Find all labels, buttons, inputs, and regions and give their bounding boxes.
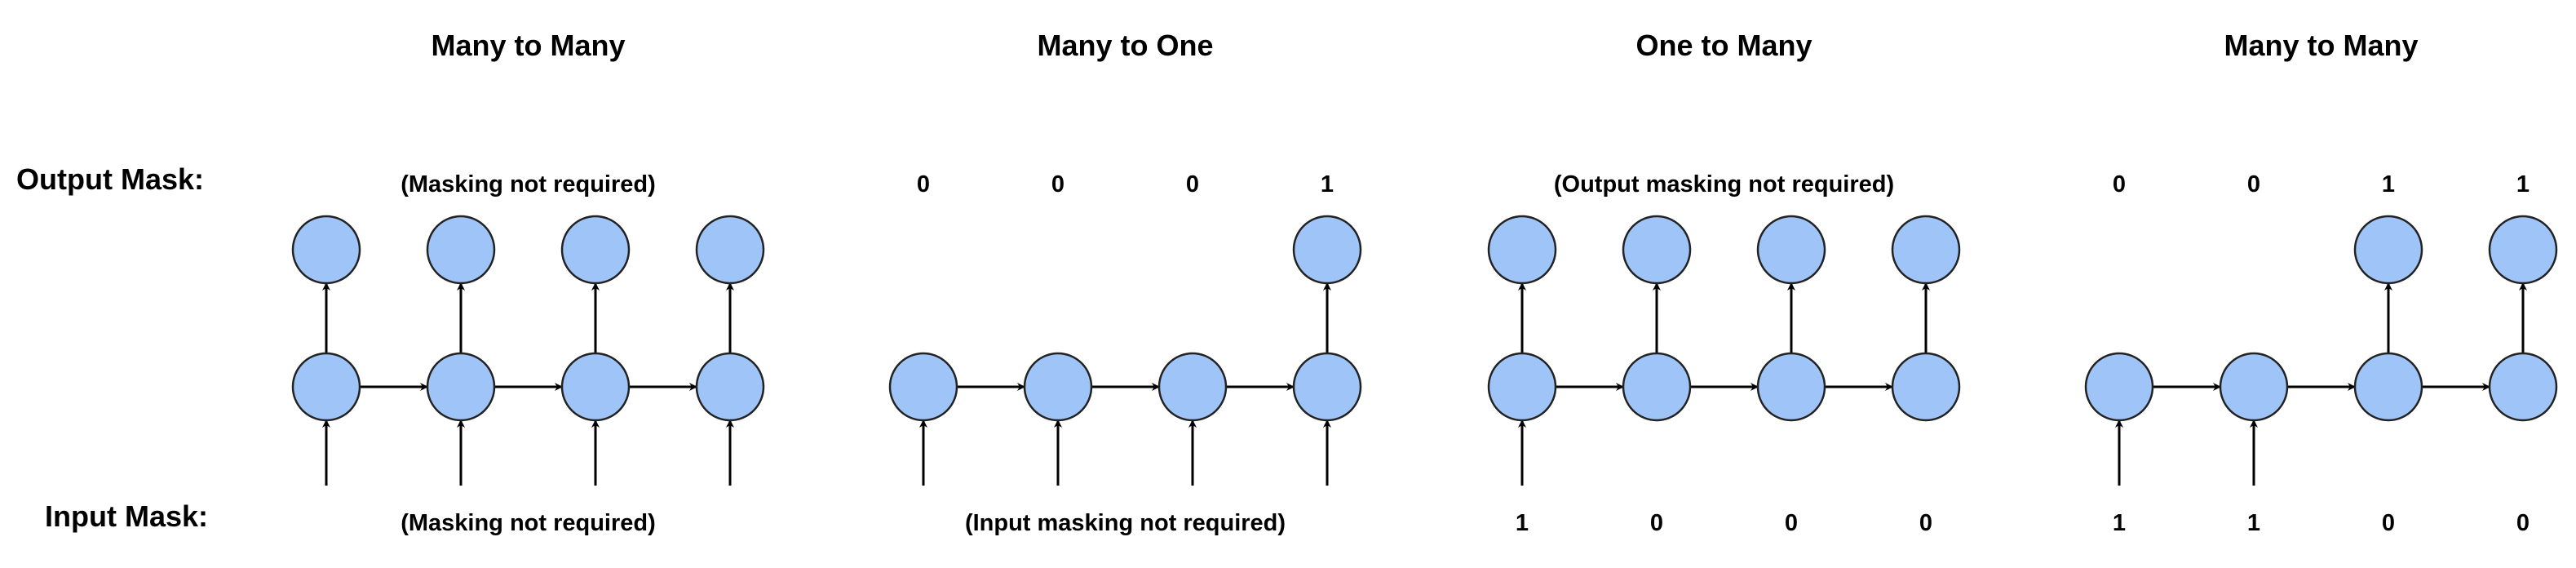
output-node [291,215,361,285]
input-mask-note: (Masking not required) [401,510,656,536]
panel-4: Many to Many 0 0 1 1 1 1 0 0 [2084,29,2558,536]
panel-title: Many to Many [431,29,625,62]
input-mask-value: 0 [1919,510,1932,536]
panels-group: Many to Many (Masking not required) (Maski… [291,29,2558,536]
output-node [560,215,631,285]
output-node [1292,215,1362,285]
input-mask-value: 0 [1650,510,1663,536]
output-node [1622,215,1692,285]
output-mask-note: (Masking not required) [401,171,656,197]
hidden-node [2488,352,2558,422]
output-mask-value: 0 [2113,171,2126,197]
input-mask-value: 0 [2516,510,2530,536]
hidden-node [560,352,631,422]
output-mask-note: (Output masking not required) [1554,171,1894,197]
hidden-node [1756,352,1826,422]
hidden-node [1157,352,1228,422]
input-mask-value: 1 [2247,510,2260,536]
hidden-node [1023,352,1093,422]
hidden-node [1891,352,1961,422]
hidden-node [1487,352,1557,422]
hidden-node [2219,352,2289,422]
output-mask-row-label: Output Mask: [16,162,204,196]
output-mask-value: 0 [2247,171,2260,197]
panel-3: One to Many (Output masking not required)… [1487,29,1961,536]
panel-1: Many to Many (Masking not required) (Maski… [291,29,765,536]
input-mask-note: (Input masking not required) [965,510,1286,536]
panel-title: Many to Many [2224,29,2418,62]
output-mask-value: 0 [917,171,930,197]
input-mask-value: 1 [1516,510,1529,536]
hidden-node [1292,352,1362,422]
panel-title: Many to One [1037,29,1213,62]
hidden-node [426,352,496,422]
output-node [1891,215,1961,285]
output-mask-value: 0 [1051,171,1064,197]
output-node [695,215,765,285]
output-mask-value: 1 [2516,171,2530,197]
hidden-node [888,352,958,422]
hidden-node [291,352,361,422]
output-node [1487,215,1557,285]
output-node [426,215,496,285]
hidden-node [2353,352,2423,422]
input-mask-value: 0 [2382,510,2395,536]
panel-title: One to Many [1635,29,1812,62]
input-mask-row-label: Input Mask: [45,499,208,533]
output-node [2353,215,2423,285]
panel-2: Many to One 0 0 0 1 (Input masking not requir… [888,29,1362,536]
hidden-node [2084,352,2154,422]
input-mask-value: 0 [1785,510,1798,536]
output-mask-value: 1 [1321,171,1334,197]
output-node [1756,215,1826,285]
hidden-node [695,352,765,422]
output-mask-value: 1 [2382,171,2395,197]
output-node [2488,215,2558,285]
input-mask-value: 1 [2113,510,2126,536]
output-mask-value: 0 [1186,171,1199,197]
hidden-node [1622,352,1692,422]
